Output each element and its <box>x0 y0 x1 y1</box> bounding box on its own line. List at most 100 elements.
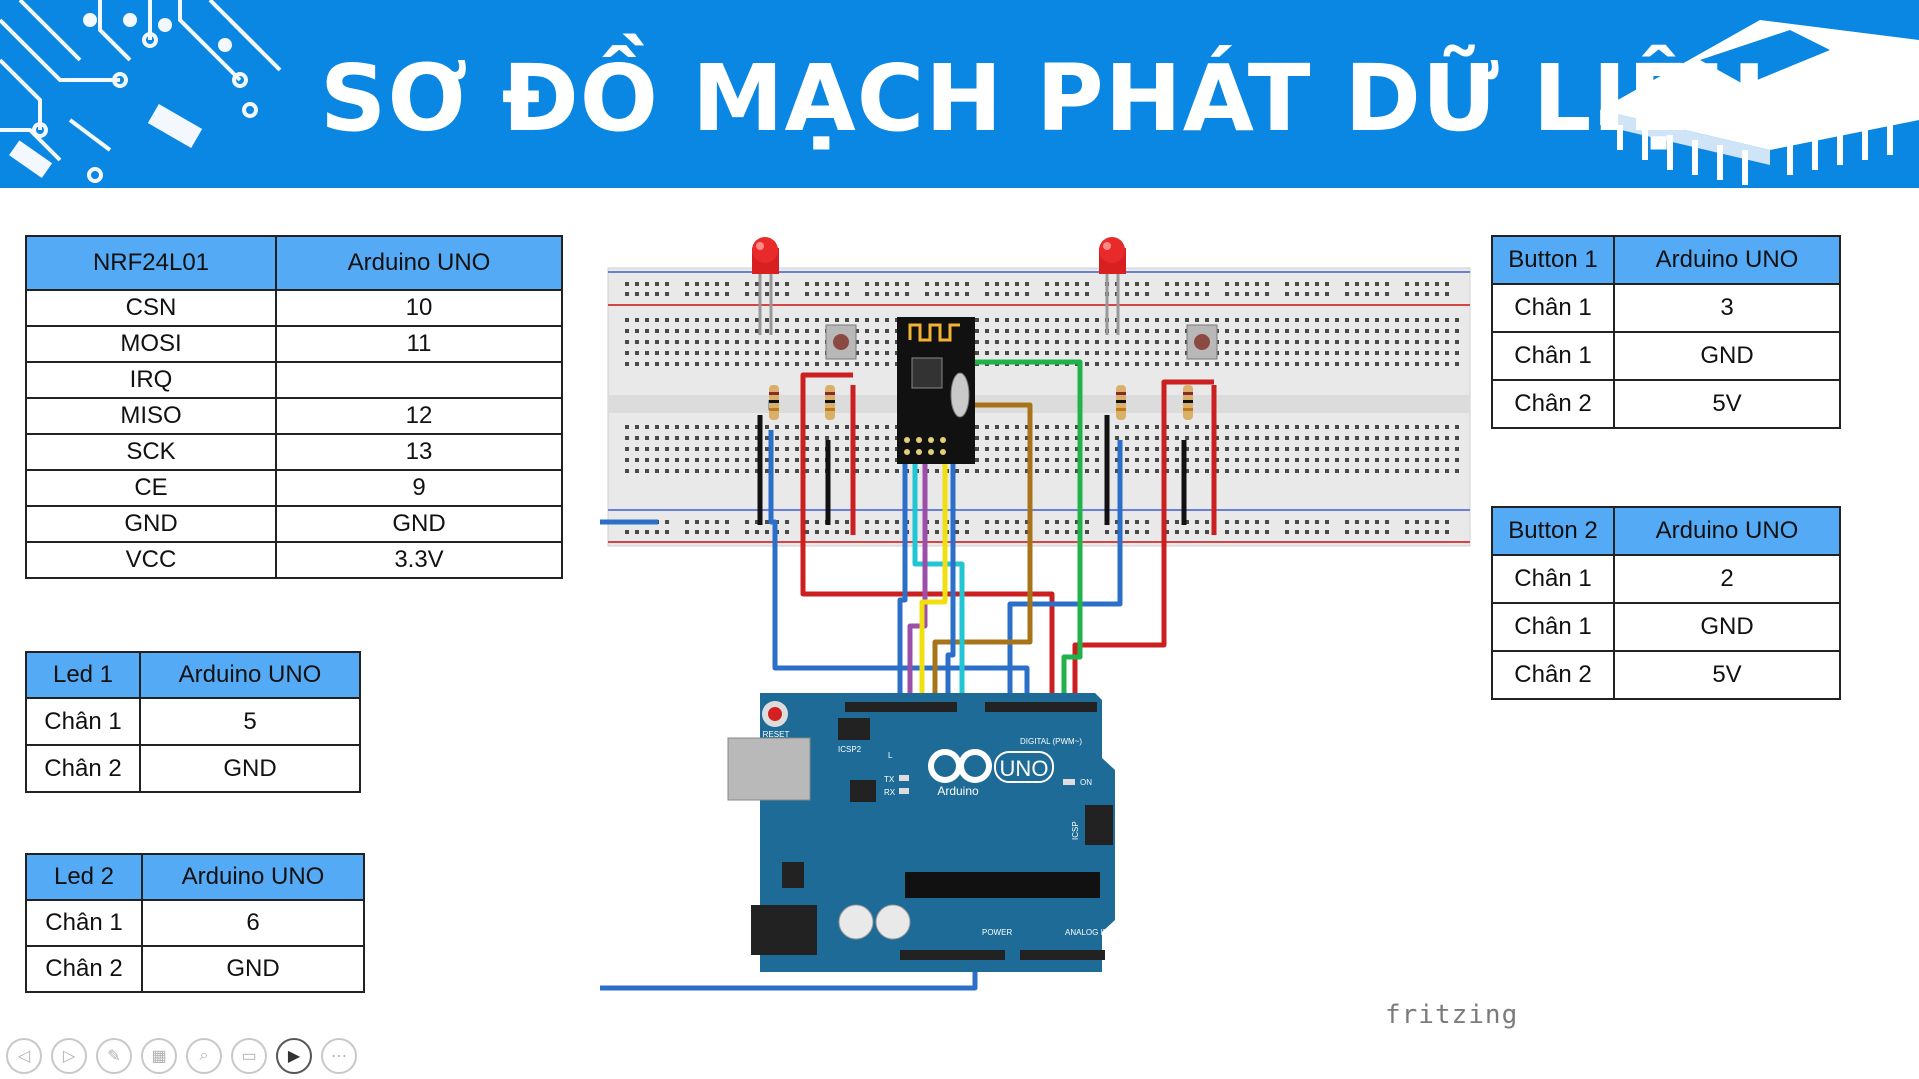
table-cell: Chân 1 <box>1491 331 1615 381</box>
breadboard-hole <box>1045 436 1049 440</box>
breadboard-hole <box>655 340 659 344</box>
breadboard-hole <box>1125 329 1129 333</box>
breadboard-hole <box>1415 530 1419 534</box>
breadboard-hole <box>645 318 649 322</box>
table-cell: 13 <box>275 433 563 471</box>
breadboard-hole <box>1345 530 1349 534</box>
breadboard-hole <box>645 362 649 366</box>
breadboard-hole <box>1165 318 1169 322</box>
zoom-icon[interactable]: ⌕ <box>186 1038 222 1074</box>
breadboard-hole <box>1445 292 1449 296</box>
breadboard-hole <box>1385 530 1389 534</box>
breadboard-hole <box>1255 362 1259 366</box>
breadboard-hole <box>1445 436 1449 440</box>
breadboard-hole <box>1195 436 1199 440</box>
next-icon[interactable]: ▷ <box>51 1038 87 1074</box>
slide-navigation: ◁ ▷ ✎ ▦ ⌕ ▭ ▶ ⋯ <box>6 1038 357 1076</box>
more-icon[interactable]: ⋯ <box>321 1038 357 1074</box>
pen-icon[interactable]: ✎ <box>96 1038 132 1074</box>
breadboard-hole <box>815 340 819 344</box>
breadboard-hole <box>865 425 869 429</box>
breadboard-hole <box>985 318 989 322</box>
wire-nrf-blue <box>897 458 908 705</box>
subtitle-icon[interactable]: ▭ <box>231 1038 267 1074</box>
table-cell: MISO <box>25 397 277 435</box>
breadboard-hole <box>1225 362 1229 366</box>
video-icon[interactable]: ▶ <box>276 1038 312 1074</box>
breadboard-hole <box>705 292 709 296</box>
breadboard-hole <box>1345 329 1349 333</box>
breadboard-hole <box>1275 351 1279 355</box>
breadboard-hole <box>755 351 759 355</box>
breadboard-hole <box>1235 436 1239 440</box>
breadboard-hole <box>1045 458 1049 462</box>
breadboard-hole <box>1355 351 1359 355</box>
breadboard-hole <box>1085 340 1089 344</box>
breadboard-hole <box>1255 318 1259 322</box>
breadboard-hole <box>755 447 759 451</box>
breadboard-hole <box>1025 458 1029 462</box>
breadboard-hole <box>715 425 719 429</box>
breadboard-hole <box>1215 458 1219 462</box>
breadboard-hole <box>635 447 639 451</box>
prev-icon[interactable]: ◁ <box>6 1038 42 1074</box>
breadboard-hole <box>985 282 989 286</box>
breadboard-hole <box>1245 458 1249 462</box>
breadboard-hole <box>1055 458 1059 462</box>
breadboard-hole <box>745 318 749 322</box>
breadboard-hole <box>1265 292 1269 296</box>
breadboard-hole <box>1155 469 1159 473</box>
breadboard-hole <box>685 530 689 534</box>
breadboard-hole <box>685 436 689 440</box>
breadboard-hole <box>865 362 869 366</box>
breadboard-hole <box>1405 329 1409 333</box>
breadboard-hole <box>1245 318 1249 322</box>
icsp-label: ICSP <box>1071 821 1080 840</box>
breadboard-hole <box>1385 436 1389 440</box>
breadboard-hole <box>1205 362 1209 366</box>
breadboard-hole <box>1145 469 1149 473</box>
breadboard-hole <box>865 469 869 473</box>
breadboard-hole <box>965 530 969 534</box>
breadboard-hole <box>785 318 789 322</box>
breadboard-hole <box>975 458 979 462</box>
breadboard-hole <box>985 329 989 333</box>
breadboard-hole <box>1425 351 1429 355</box>
breadboard-hole <box>1325 340 1329 344</box>
breadboard-hole <box>1035 447 1039 451</box>
breadboard-hole <box>1305 520 1309 524</box>
breadboard-hole <box>975 329 979 333</box>
breadboard-hole <box>995 351 999 355</box>
breadboard-hole <box>1145 447 1149 451</box>
breadboard-hole <box>1075 282 1079 286</box>
breadboard-hole <box>1265 351 1269 355</box>
breadboard-hole <box>755 282 759 286</box>
breadboard-hole <box>955 520 959 524</box>
breadboard-hole <box>845 447 849 451</box>
breadboard-hole <box>855 447 859 451</box>
table-cell: Chân 2 <box>1491 650 1615 700</box>
breadboard-hole <box>1175 292 1179 296</box>
breadboard-hole <box>675 469 679 473</box>
breadboard-hole <box>775 340 779 344</box>
breadboard-hole <box>855 340 859 344</box>
breadboard-hole <box>735 340 739 344</box>
breadboard-hole <box>1165 436 1169 440</box>
breadboard-hole <box>1265 436 1269 440</box>
breadboard-hole <box>1135 458 1139 462</box>
circuit-schematic: RESET DIGITAL (PWM~) ICSP2 L TX RX UNO A… <box>600 237 1471 991</box>
breadboard-hole <box>835 282 839 286</box>
breadboard-hole <box>1455 425 1459 429</box>
breadboard-hole <box>1065 351 1069 355</box>
breadboard-hole <box>855 329 859 333</box>
slides-icon[interactable]: ▦ <box>141 1038 177 1074</box>
breadboard-hole <box>1385 425 1389 429</box>
table-cell: GND <box>139 744 361 793</box>
table-cell: GND <box>1613 602 1841 652</box>
breadboard-hole <box>1285 436 1289 440</box>
breadboard-hole <box>1115 458 1119 462</box>
breadboard-hole <box>1255 351 1259 355</box>
breadboard-hole <box>1025 520 1029 524</box>
